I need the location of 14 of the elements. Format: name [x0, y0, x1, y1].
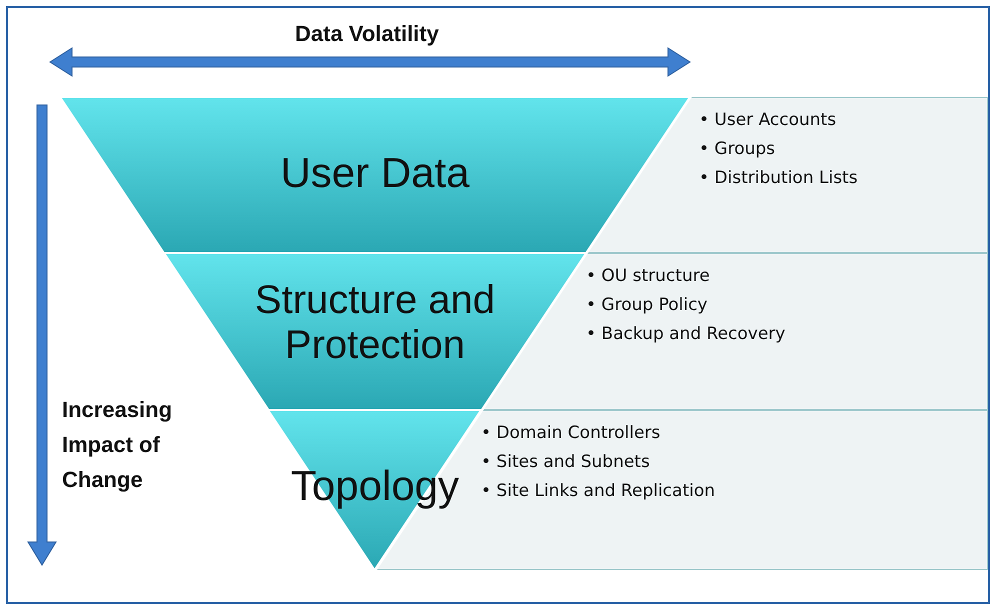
list-item: • Groups	[698, 138, 776, 161]
list-item: • Domain Controllers	[481, 422, 660, 445]
axis-label: Increasing Impact of Change	[62, 396, 174, 494]
tier-label: User Data	[280, 149, 470, 197]
list-item: • Site Links and Replication	[481, 480, 716, 503]
pyramid-tier	[60, 97, 690, 253]
list-item: • User Accounts	[698, 109, 836, 132]
list-item: • Sites and Subnets	[481, 451, 650, 474]
list-item: • Backup and Recovery	[586, 323, 786, 346]
list-item: • Distribution Lists	[698, 167, 858, 190]
axis-label: Data Volatility	[295, 20, 439, 48]
list-item: • OU structure	[586, 265, 710, 288]
tier-label: Structure and Protection	[254, 278, 496, 368]
list-item: • Group Policy	[586, 294, 708, 317]
